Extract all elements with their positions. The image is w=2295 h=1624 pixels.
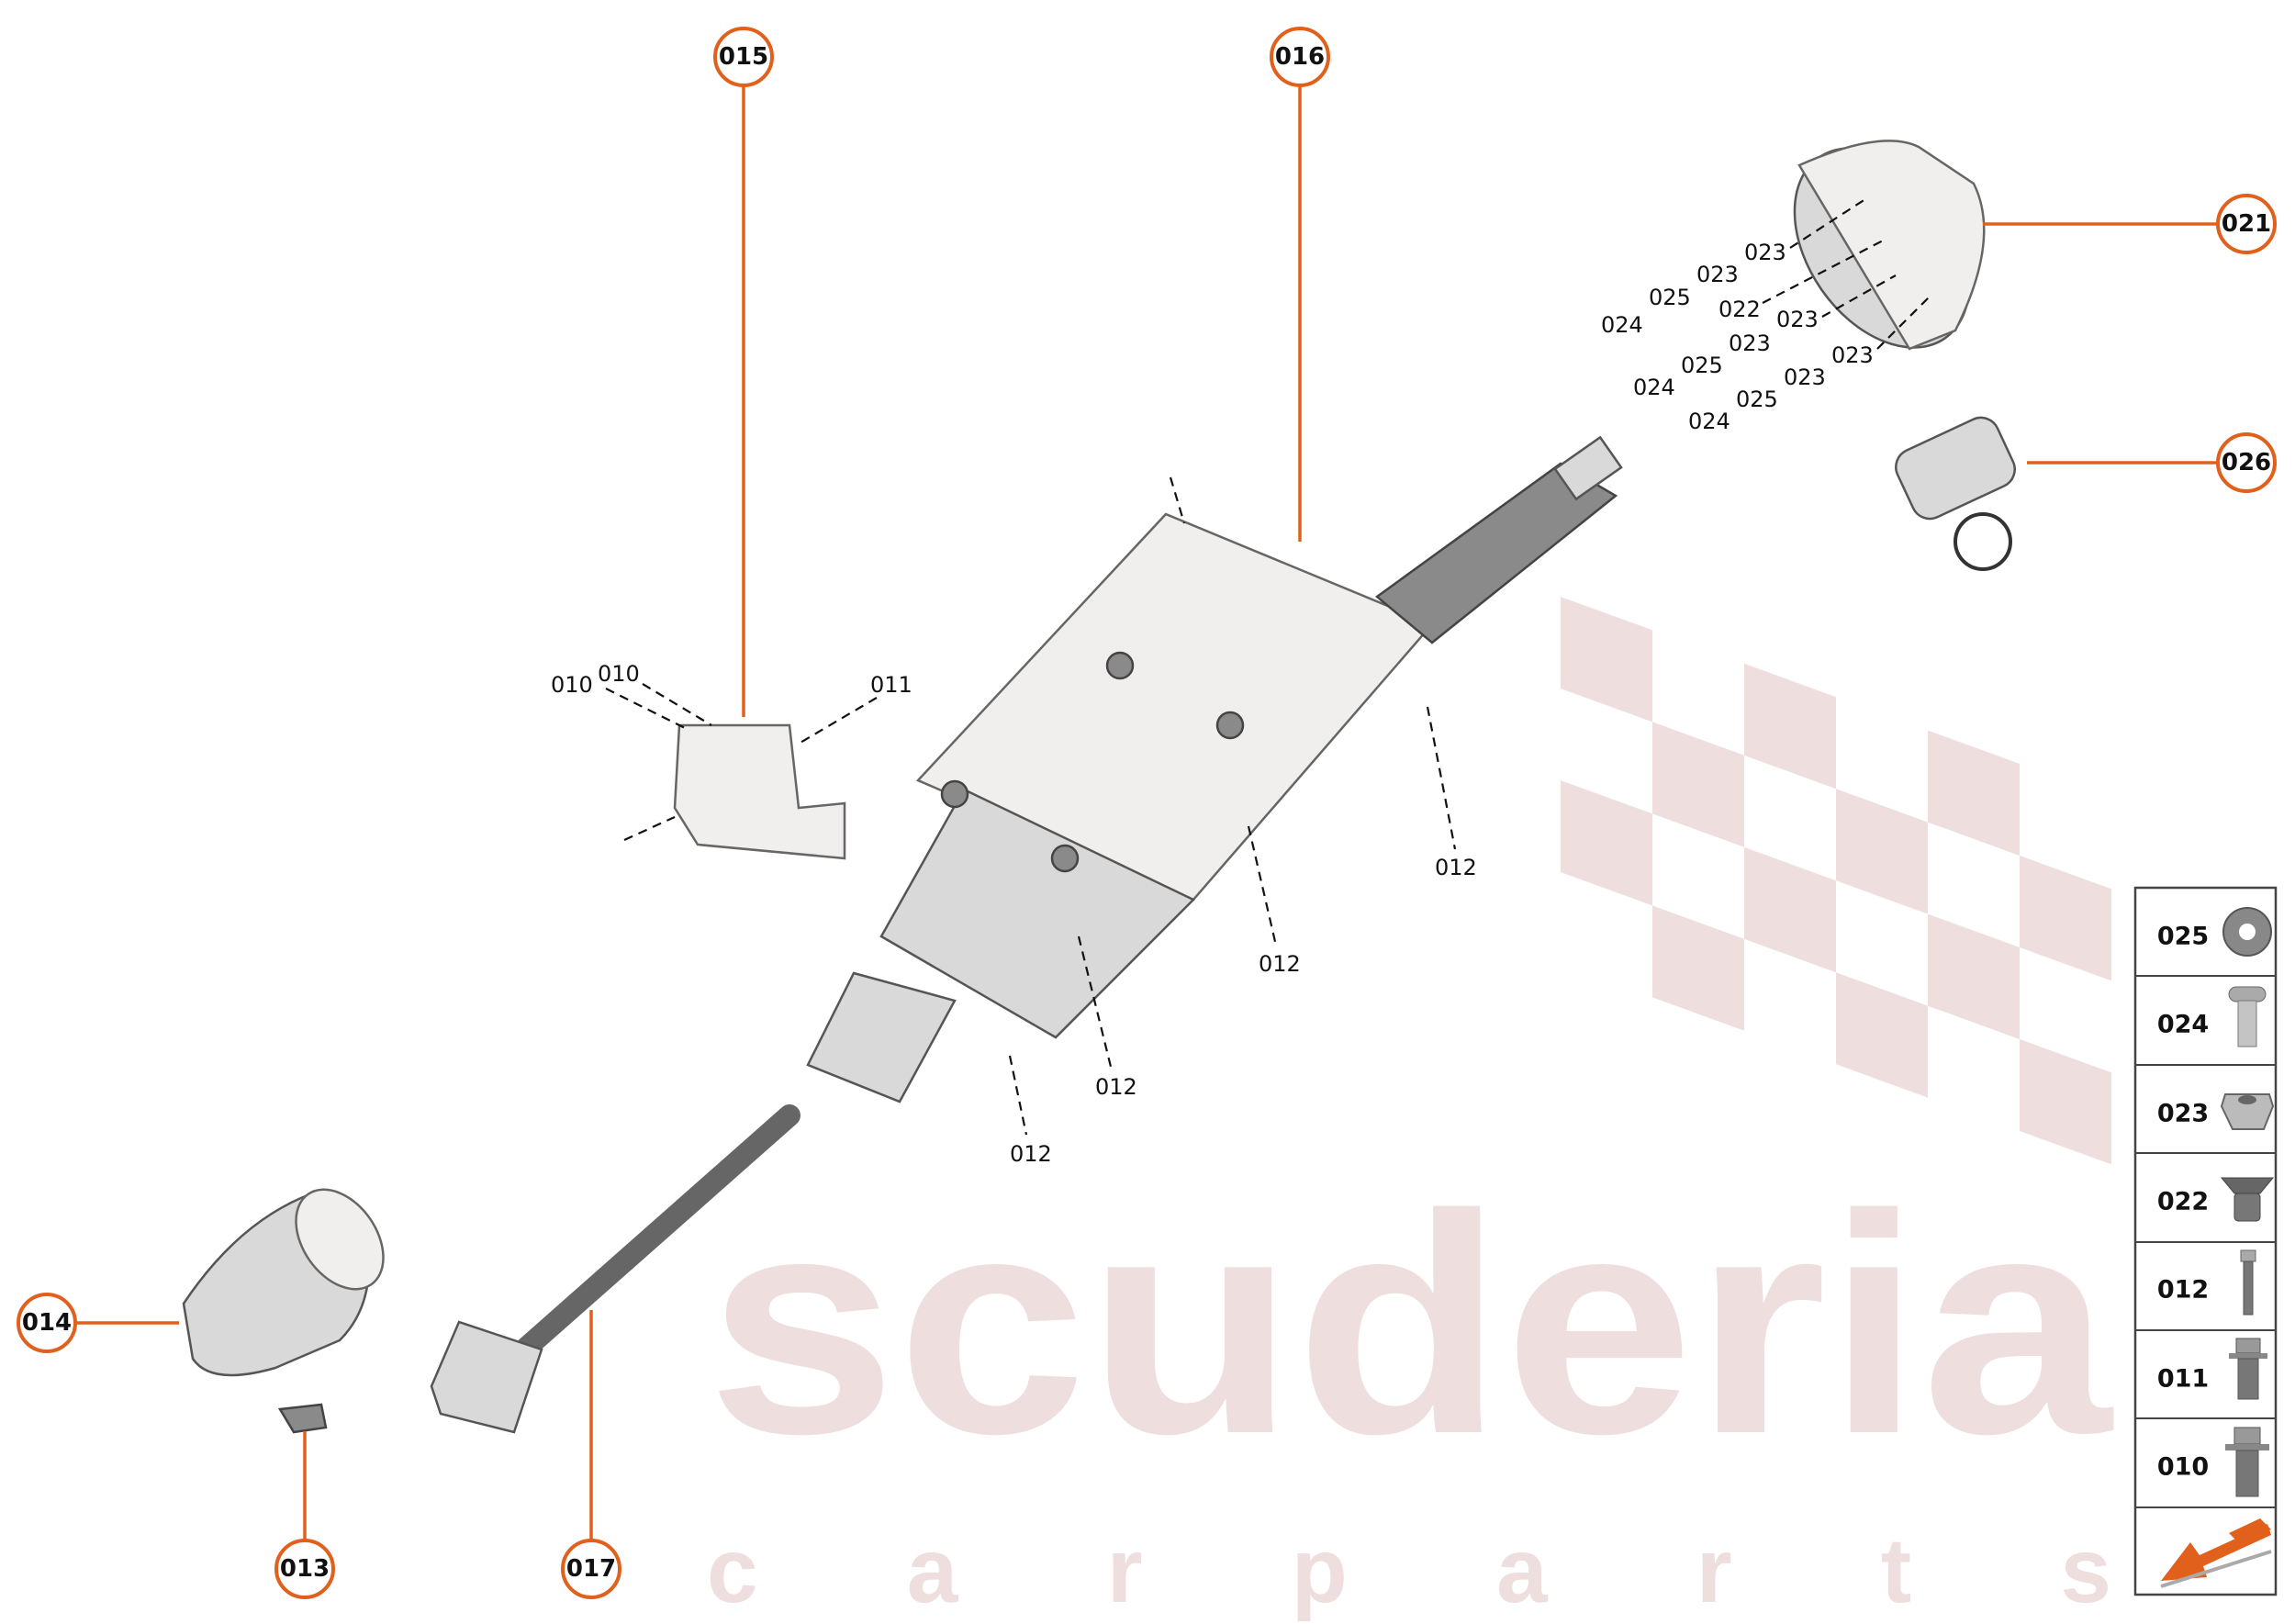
legend-label: 011 xyxy=(2157,1365,2209,1394)
label-023: 023 xyxy=(1784,364,1826,390)
callout-026[interactable]: 026 xyxy=(2216,432,2277,493)
legend-row-025: 025 xyxy=(2157,907,2272,957)
callout-013-label: 013 xyxy=(280,1555,330,1583)
callout-015-label: 015 xyxy=(719,43,768,71)
legend-row-012: 012 xyxy=(2157,1249,2256,1316)
label-010: 010 xyxy=(598,661,640,687)
label-012: 012 xyxy=(1095,1074,1137,1100)
hex-flange-bolt-icon xyxy=(2229,1338,2267,1400)
label-024: 024 xyxy=(1633,375,1675,400)
long-hex-bolt-icon xyxy=(2240,1249,2256,1316)
callout-021-label: 021 xyxy=(2222,210,2271,238)
label-012: 012 xyxy=(1010,1141,1052,1167)
legend-row-022: 022 xyxy=(2157,1177,2275,1222)
callout-017-label: 017 xyxy=(566,1555,616,1583)
clip-013[interactable] xyxy=(277,1403,328,1434)
legend-row-011: 011 xyxy=(2157,1338,2267,1400)
fastener-legend: 025 024 023 022 012 011 010 xyxy=(2133,886,2278,1596)
direction-arrow-icon[interactable] xyxy=(2160,1518,2272,1588)
legend-row-024: 024 xyxy=(2157,986,2267,1047)
pan-head-screw-icon xyxy=(2228,986,2267,1047)
label-012: 012 xyxy=(1259,951,1301,977)
cover-021[interactable] xyxy=(1759,116,2006,380)
label-025: 025 xyxy=(1736,386,1778,412)
label-023: 023 xyxy=(1831,342,1874,368)
legend-label: 024 xyxy=(2157,1011,2209,1039)
callout-014[interactable]: 014 xyxy=(17,1293,77,1353)
label-025: 025 xyxy=(1681,353,1723,378)
switch-unit-026[interactable] xyxy=(1890,411,2021,571)
boot-014[interactable] xyxy=(182,1173,401,1377)
label-023: 023 xyxy=(1729,330,1771,356)
label-023: 023 xyxy=(1696,262,1739,287)
legend-row-023: 023 xyxy=(2157,1093,2275,1130)
label-012: 012 xyxy=(1435,855,1477,880)
label-023: 023 xyxy=(1744,240,1786,265)
label-010: 010 xyxy=(551,672,593,698)
label-023: 023 xyxy=(1776,307,1819,332)
steering-column-016[interactable] xyxy=(806,435,1623,1103)
callout-016-label: 016 xyxy=(1275,43,1325,71)
intermediate-shaft-017[interactable] xyxy=(430,1104,800,1434)
watermark-title: scuderia xyxy=(707,1150,2113,1499)
label-024: 024 xyxy=(1601,312,1643,338)
legend-row-010: 010 xyxy=(2157,1427,2269,1497)
callout-014-label: 014 xyxy=(22,1309,72,1337)
bracket-015[interactable] xyxy=(673,723,846,860)
label-024: 024 xyxy=(1688,409,1730,434)
watermark-subtitle: c a r p a r t s xyxy=(707,1519,2111,1622)
countersunk-bolt-icon xyxy=(2220,1177,2275,1222)
callout-026-label: 026 xyxy=(2222,449,2271,476)
callout-017[interactable]: 017 xyxy=(561,1539,621,1599)
callout-015[interactable]: 015 xyxy=(713,27,774,87)
label-025: 025 xyxy=(1649,285,1691,310)
short-hex-flange-bolt-icon xyxy=(2225,1427,2269,1497)
legend-label: 025 xyxy=(2157,923,2209,951)
fastener-labels: 010 010 011 012 012 012 012 023 023 025 … xyxy=(551,196,1933,1167)
callout-021[interactable]: 021 xyxy=(2216,194,2277,254)
checkered-flag-icon xyxy=(1561,597,2111,1165)
callout-013[interactable]: 013 xyxy=(274,1539,335,1599)
callout-016[interactable]: 016 xyxy=(1270,27,1330,87)
legend-label: 023 xyxy=(2157,1100,2209,1128)
callouts: 015 016 021 026 014 013 017 xyxy=(17,27,2277,1599)
legend-label: 010 xyxy=(2157,1453,2209,1482)
washer-icon xyxy=(2222,907,2272,957)
legend-label: 022 xyxy=(2157,1188,2209,1216)
legend-label: 012 xyxy=(2157,1276,2209,1305)
flange-nut-icon xyxy=(2220,1093,2275,1130)
label-022: 022 xyxy=(1718,297,1761,322)
label-011: 011 xyxy=(870,672,912,698)
watermark: scuderia c a r p a r t s xyxy=(707,597,2113,1622)
